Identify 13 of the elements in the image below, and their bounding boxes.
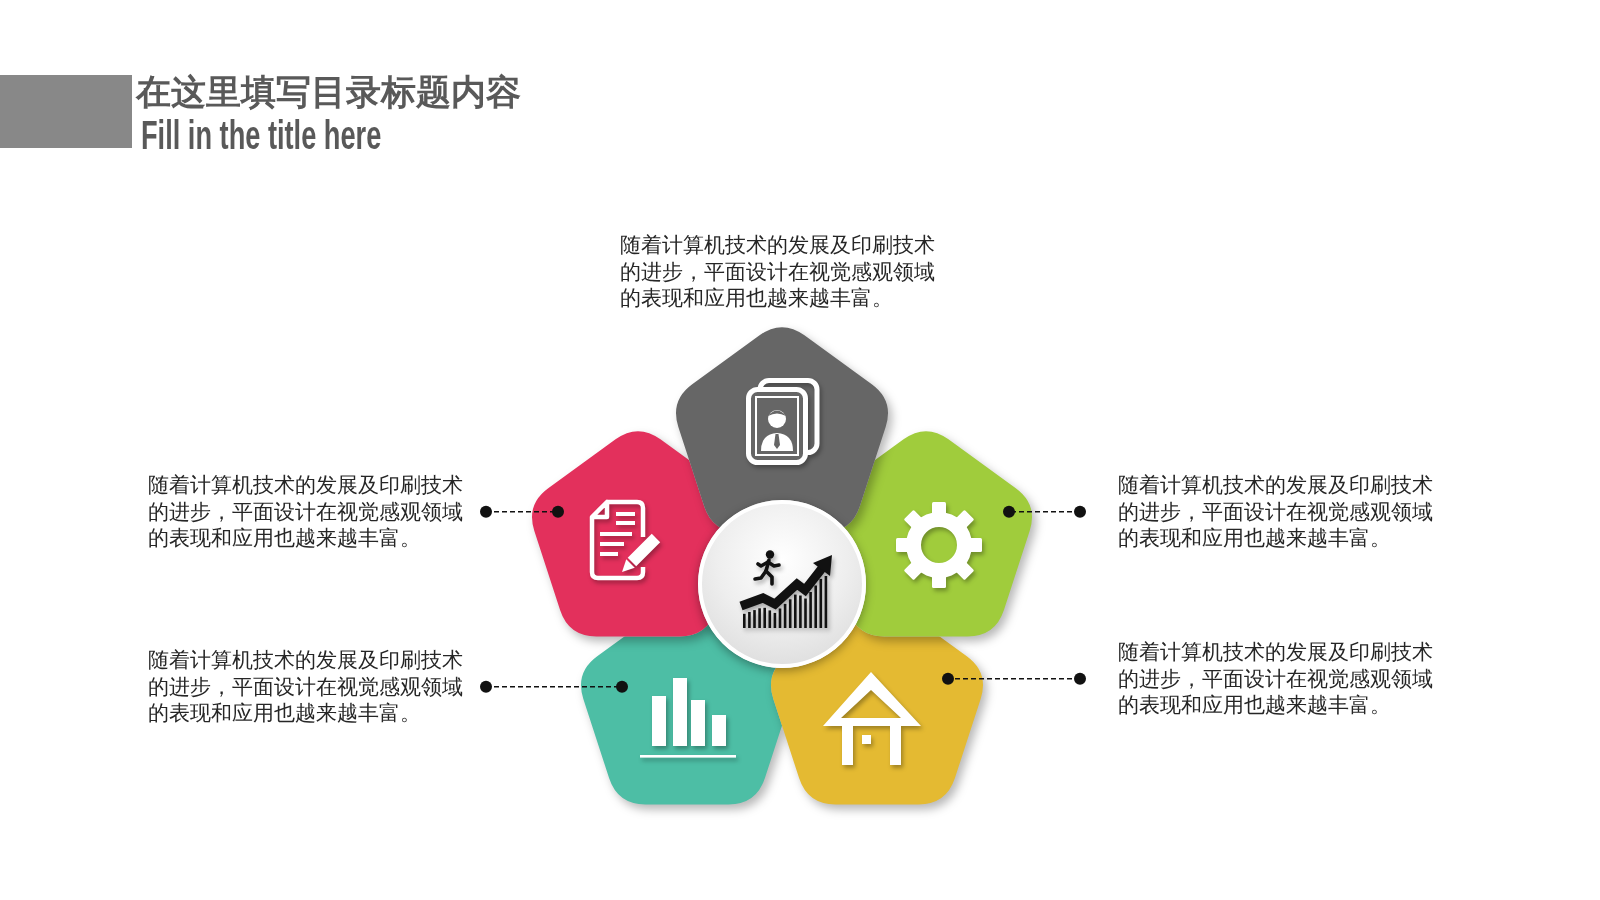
description-text: 随着计算机技术的发展及印刷技术的进步，平面设计在视觉感观领域的表现和应用也越来越丰富。 <box>1118 639 1436 719</box>
description-text: 随着计算机技术的发展及印刷技术的进步，平面设计在视觉感观领域的表现和应用也越来越丰富。 <box>1118 472 1436 552</box>
leader-line <box>1003 505 1086 518</box>
description-text: 随着计算机技术的发展及印刷技术的进步，平面设计在视觉感观领域的表现和应用也越来越丰富。 <box>148 647 466 727</box>
slide-title: 在这里填写目录标题内容 <box>136 71 521 113</box>
pentagon-tile <box>772 625 984 806</box>
leader-line <box>480 680 628 693</box>
pentagon-tile <box>582 625 783 806</box>
description-text: 随着计算机技术的发展及印刷技术的进步，平面设计在视觉感观领域的表现和应用也越来越丰富。 <box>620 232 936 312</box>
leader-line <box>480 505 564 518</box>
description-text: 随着计算机技术的发展及印刷技术的进步，平面设计在视觉感观领域的表现和应用也越来越丰富。 <box>148 472 466 552</box>
slide-subtitle: Fill in the title here <box>141 115 382 155</box>
leader-line <box>942 672 1086 685</box>
